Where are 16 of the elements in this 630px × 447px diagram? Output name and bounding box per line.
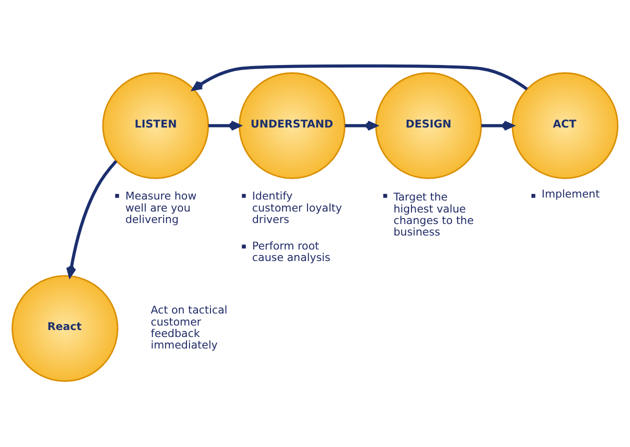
node-label: Perform root cause analysis (252, 239, 330, 264)
node-circle: ACT (512, 72, 618, 180)
node-circle: DESIGN (375, 72, 482, 180)
node-circle: UNDERSTAND (238, 72, 346, 180)
node-label: Act on tactical customer feedback immediately (150, 304, 228, 352)
node-label: Identify customer loyalty drivers (252, 190, 342, 226)
arrow (208, 120, 241, 131)
arrow (481, 120, 514, 131)
node-circle: LISTEN (102, 72, 209, 180)
arrow (66, 160, 118, 278)
node-label: Measure how well are you delivering (125, 190, 196, 226)
arrow (344, 120, 378, 131)
node-label: Implement (542, 188, 600, 201)
node-label: Target the highest value changes to the business (393, 190, 474, 239)
arrow (192, 64, 528, 91)
node-circle: React (12, 275, 118, 382)
